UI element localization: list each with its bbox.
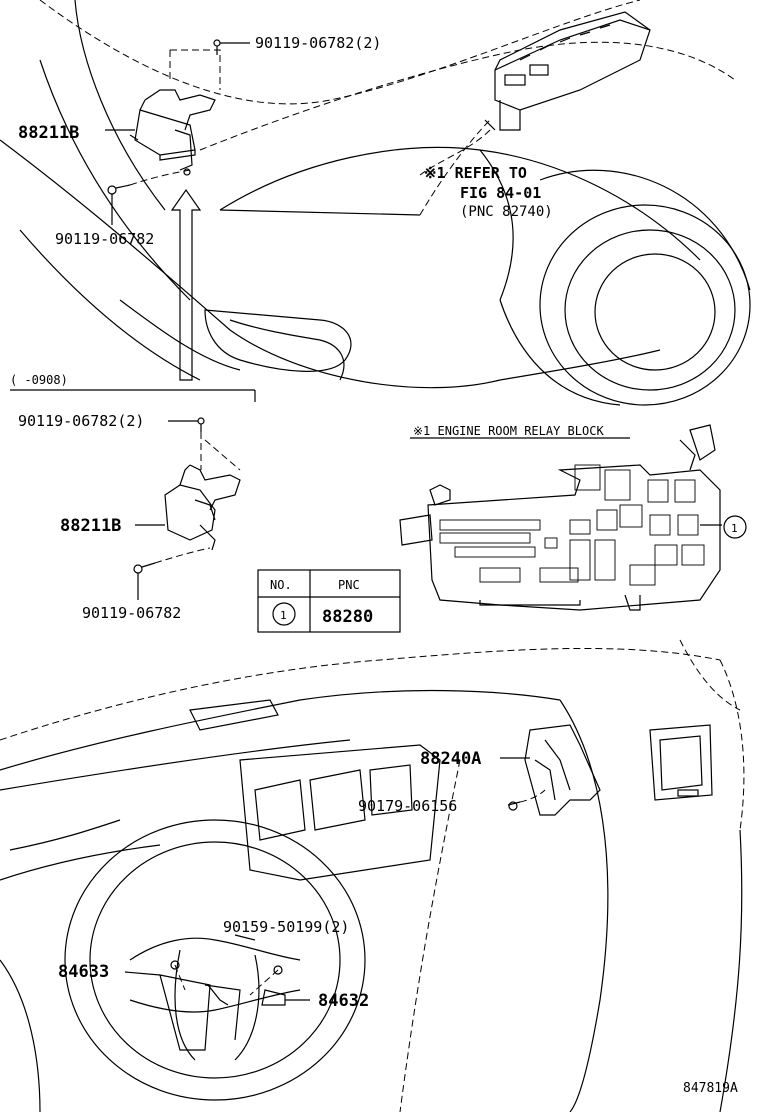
- pnc-table: [257, 569, 401, 633]
- module-88240a: [500, 724, 601, 816]
- part-label-bolt-top-left: 90119-06782: [55, 230, 154, 248]
- figure-id: 847819A: [683, 1081, 738, 1096]
- refer-note-line1: ※1 REFER TO: [424, 164, 527, 182]
- ecu-bracket-assembly-top: [105, 39, 250, 225]
- callout-circle-icon: [272, 602, 296, 626]
- relay-block-detail: [399, 424, 747, 611]
- part-label-88240a: 88240A: [420, 749, 481, 769]
- dashboard-body: [0, 639, 745, 1112]
- table-cell-no: 1: [280, 609, 287, 622]
- part-label-screw-90159: 90159-50199(2): [223, 918, 349, 936]
- relay-block-title: ※1 ENGINE ROOM RELAY BLOCK: [413, 424, 604, 438]
- ecu-bracket-assembly-mid: [133, 417, 241, 600]
- relay-callout-number: 1: [731, 522, 738, 535]
- table-header-pnc: PNC: [338, 578, 360, 592]
- car-front-body: [0, 0, 751, 406]
- table-header-no: NO.: [270, 578, 292, 592]
- part-label-bolt-top-right: 90119-06782(2): [255, 34, 381, 52]
- part-label-bolt-mid-top: 90119-06782(2): [18, 412, 144, 430]
- range-label: ( -0908): [10, 373, 68, 387]
- part-label-84633: 84633: [58, 962, 109, 982]
- relay-fuse-grid: [439, 519, 616, 583]
- indicator-arrow: [170, 188, 202, 381]
- relay-callout-circle-icon: [723, 515, 747, 539]
- relay-block-on-car: [419, 11, 651, 176]
- steering-wheel: [64, 819, 366, 1101]
- part-label-bolt-mid-bottom: 90119-06782: [82, 604, 181, 622]
- part-label-nut-90179: 90179-06156: [358, 797, 457, 815]
- refer-note-line3: (PNC 82740): [460, 204, 553, 220]
- part-label-84632: 84632: [318, 991, 369, 1011]
- part-label-88211b-mid: 88211B: [60, 516, 121, 536]
- refer-note-line2: FIG 84-01: [460, 184, 541, 202]
- table-cell-pnc: 88280: [322, 607, 373, 627]
- part-label-88211b-top: 88211B: [18, 123, 79, 143]
- range-bracket: [10, 389, 256, 402]
